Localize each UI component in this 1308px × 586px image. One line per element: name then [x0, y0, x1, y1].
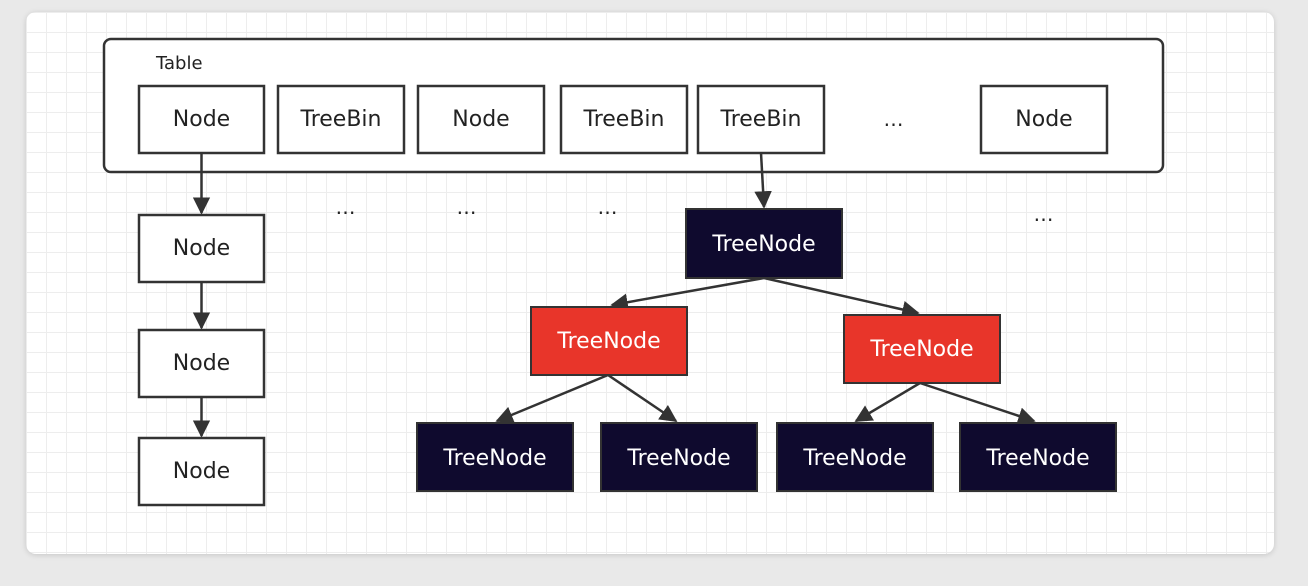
tree-node-right-left: TreeNode — [776, 422, 934, 492]
list-node-1: Node — [137, 328, 266, 399]
bucket-ellipsis: … — [457, 195, 480, 219]
table-slot-4: TreeBin — [696, 84, 826, 155]
list-node-0: Node — [137, 213, 266, 284]
list-node-2: Node — [137, 436, 266, 507]
tree-node-right: TreeNode — [843, 314, 1001, 384]
list-node-label: Node — [173, 459, 230, 484]
table-slot-label: Node — [173, 107, 230, 132]
tree-node-label: TreeNode — [626, 446, 730, 471]
tree-node-label: TreeNode — [802, 446, 906, 471]
tree-edge — [854, 381, 921, 423]
tree-node-label: TreeNode — [985, 446, 1089, 471]
table-label: Table — [155, 53, 203, 74]
list-node-label: Node — [173, 351, 230, 376]
diagram-canvas: Table Node TreeBin Node TreeBin TreeBin … — [26, 12, 1274, 554]
tree-edge — [495, 373, 609, 424]
tree-edge — [919, 381, 1036, 425]
tree-node-left-left: TreeNode — [416, 422, 574, 492]
tree-edge — [607, 373, 678, 423]
tree-node-label: TreeNode — [869, 337, 973, 362]
tree-node-label: TreeNode — [711, 232, 815, 257]
table-slot-1: TreeBin — [276, 84, 406, 155]
table-slot-6: Node — [979, 84, 1109, 155]
tree-node-label: TreeNode — [442, 446, 546, 471]
tree-node-right-right: TreeNode — [959, 422, 1117, 492]
tree-edge — [763, 276, 920, 319]
table-slot-2: Node — [416, 84, 546, 155]
tree-node-label: TreeNode — [556, 329, 660, 354]
hashmap-treebin-diagram: Table Node TreeBin Node TreeBin TreeBin … — [102, 37, 1165, 507]
list-node-label: Node — [173, 236, 230, 261]
bucket-ellipsis: … — [598, 195, 621, 219]
table-slot-ellipsis: … — [884, 107, 907, 131]
table-slot-3: TreeBin — [559, 84, 689, 155]
treebin-arrow — [754, 152, 772, 209]
table-slot-label: TreeBin — [720, 107, 802, 132]
tree-node-root: TreeNode — [685, 208, 843, 279]
table-slot-label: Node — [452, 107, 509, 132]
table-slot-label: TreeBin — [583, 107, 665, 132]
table-slot-label: TreeBin — [300, 107, 382, 132]
bucket-ellipsis: … — [1034, 202, 1057, 226]
table-slot-label: Node — [1015, 107, 1072, 132]
tree-node-left-right: TreeNode — [600, 422, 758, 492]
tree-node-left: TreeNode — [530, 306, 688, 376]
table-slot-0: Node — [137, 84, 266, 155]
tree-edge — [610, 276, 765, 311]
bucket-ellipsis: … — [336, 195, 359, 219]
